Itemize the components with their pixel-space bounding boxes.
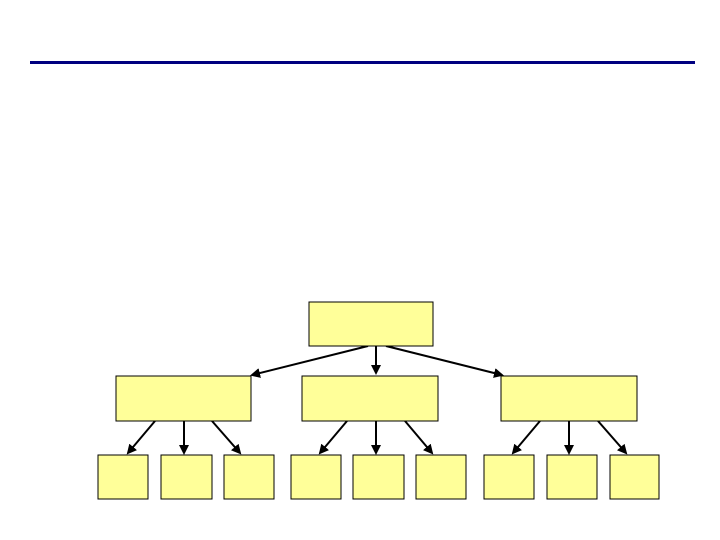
leaf-node-2-1 [290,454,342,500]
arrow-root-to-child-1 [250,345,369,378]
leaf-node-2-2 [352,454,405,500]
arrow-child-1-to-leaf-3 [211,420,242,455]
leaf-node-3-1 [483,454,535,500]
arrow-child-1-to-leaf-1 [126,420,156,455]
leaf-node-1-1 [97,454,149,500]
arrow-child-3-to-leaf-3 [597,420,628,455]
leaf-node-3-2 [546,454,598,500]
child-node-2 [301,375,439,422]
leaf-node-2-3 [415,454,467,500]
leaf-node-3-3 [609,454,660,500]
title-underline-rule [30,61,695,64]
arrow-root-to-child-3 [385,345,504,378]
child-node-3 [500,375,638,422]
leaf-node-1-2 [160,454,213,500]
leaf-node-1-3 [223,454,275,500]
arrow-child-3-to-leaf-1 [511,420,541,455]
arrow-child-2-to-leaf-1 [318,420,348,455]
arrow-child-2-to-leaf-3 [404,420,434,455]
child-node-1 [115,375,252,422]
root-node [308,301,434,347]
